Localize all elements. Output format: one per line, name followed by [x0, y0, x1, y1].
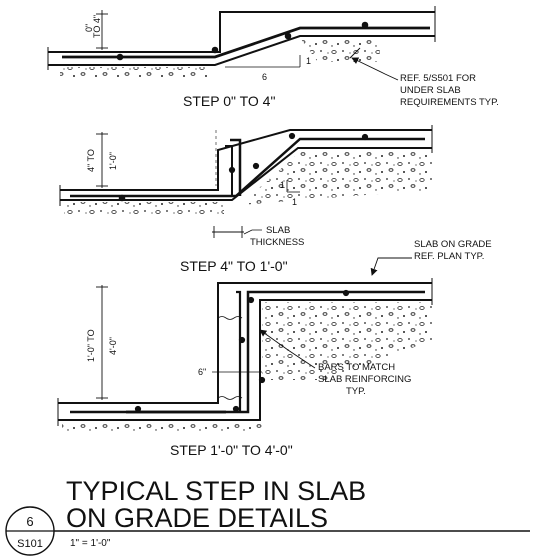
detail-title-line-2: ON GRADE DETAILS — [66, 503, 328, 533]
slab-thickness-note-line-1: SLAB — [266, 225, 290, 236]
slope-label-2: 1 — [292, 197, 297, 207]
detail-number: 6 — [26, 514, 33, 529]
slab-bottom-3 — [58, 299, 432, 421]
detail-step-4-to-1 — [59, 125, 433, 238]
title-block — [5, 506, 530, 556]
detail-step-1-to-4 — [57, 257, 433, 432]
bars-match-note-line-3: TYP. — [346, 386, 366, 397]
rebar-2a — [70, 137, 425, 198]
detail-step-0-to-4 — [47, 6, 436, 81]
dim-label-2b: 1'-0" — [108, 152, 118, 170]
gravel-1 — [60, 67, 210, 77]
dim-label-1a: 0" — [84, 24, 94, 32]
dim-label-2a: 4" TO — [86, 149, 96, 172]
under-slab-note-line-1: REF. 5/S501 FOR — [400, 73, 476, 84]
slab-thickness-note-line-2: THICKNESS — [250, 237, 304, 248]
dim-label-3a: 1'-0" TO — [86, 329, 96, 362]
slope-label-1: 6 — [262, 72, 267, 82]
detail-2-caption: STEP 4" TO 1'-0" — [180, 258, 288, 274]
detail-3-caption: STEP 1'-0" TO 4'-0" — [170, 442, 293, 458]
slab-outline-2 — [60, 129, 432, 191]
slab-outline-3 — [58, 282, 432, 404]
dim-label-1b: TO 4" — [92, 15, 102, 38]
slab-bottom-2 — [60, 147, 432, 201]
detail-1-caption: STEP 0" TO 4" — [183, 93, 275, 109]
rebar-2c — [225, 145, 233, 196]
scale-note: 1" = 1'-0" — [70, 538, 111, 549]
dim-label-3b: 4'-0" — [108, 337, 118, 355]
slope-rise-2: 1 — [280, 180, 285, 190]
detail-title-line-1: TYPICAL STEP IN SLAB — [66, 476, 366, 506]
slab-on-grade-note-line-1: SLAB ON GRADE — [414, 239, 492, 250]
sheet-number: S101 — [17, 538, 43, 550]
rebar-2b — [230, 138, 242, 196]
slab-outline-1 — [48, 11, 435, 53]
rebar-3b — [236, 290, 242, 412]
slope-rise-1: 1 — [306, 56, 311, 66]
bars-match-note-line-1: BARS TO MATCH — [318, 362, 395, 373]
slab-bottom-1 — [48, 35, 435, 66]
slab-on-grade-note-line-2: REF. PLAN TYP. — [414, 251, 484, 262]
bars-match-note-line-2: SLAB REINFORCING — [318, 374, 411, 385]
under-slab-note-line-2: UNDER SLAB — [400, 85, 461, 96]
under-slab-note-line-3: REQUIREMENTS TYP. — [400, 97, 499, 108]
gap-label-3: 6" — [198, 367, 206, 377]
